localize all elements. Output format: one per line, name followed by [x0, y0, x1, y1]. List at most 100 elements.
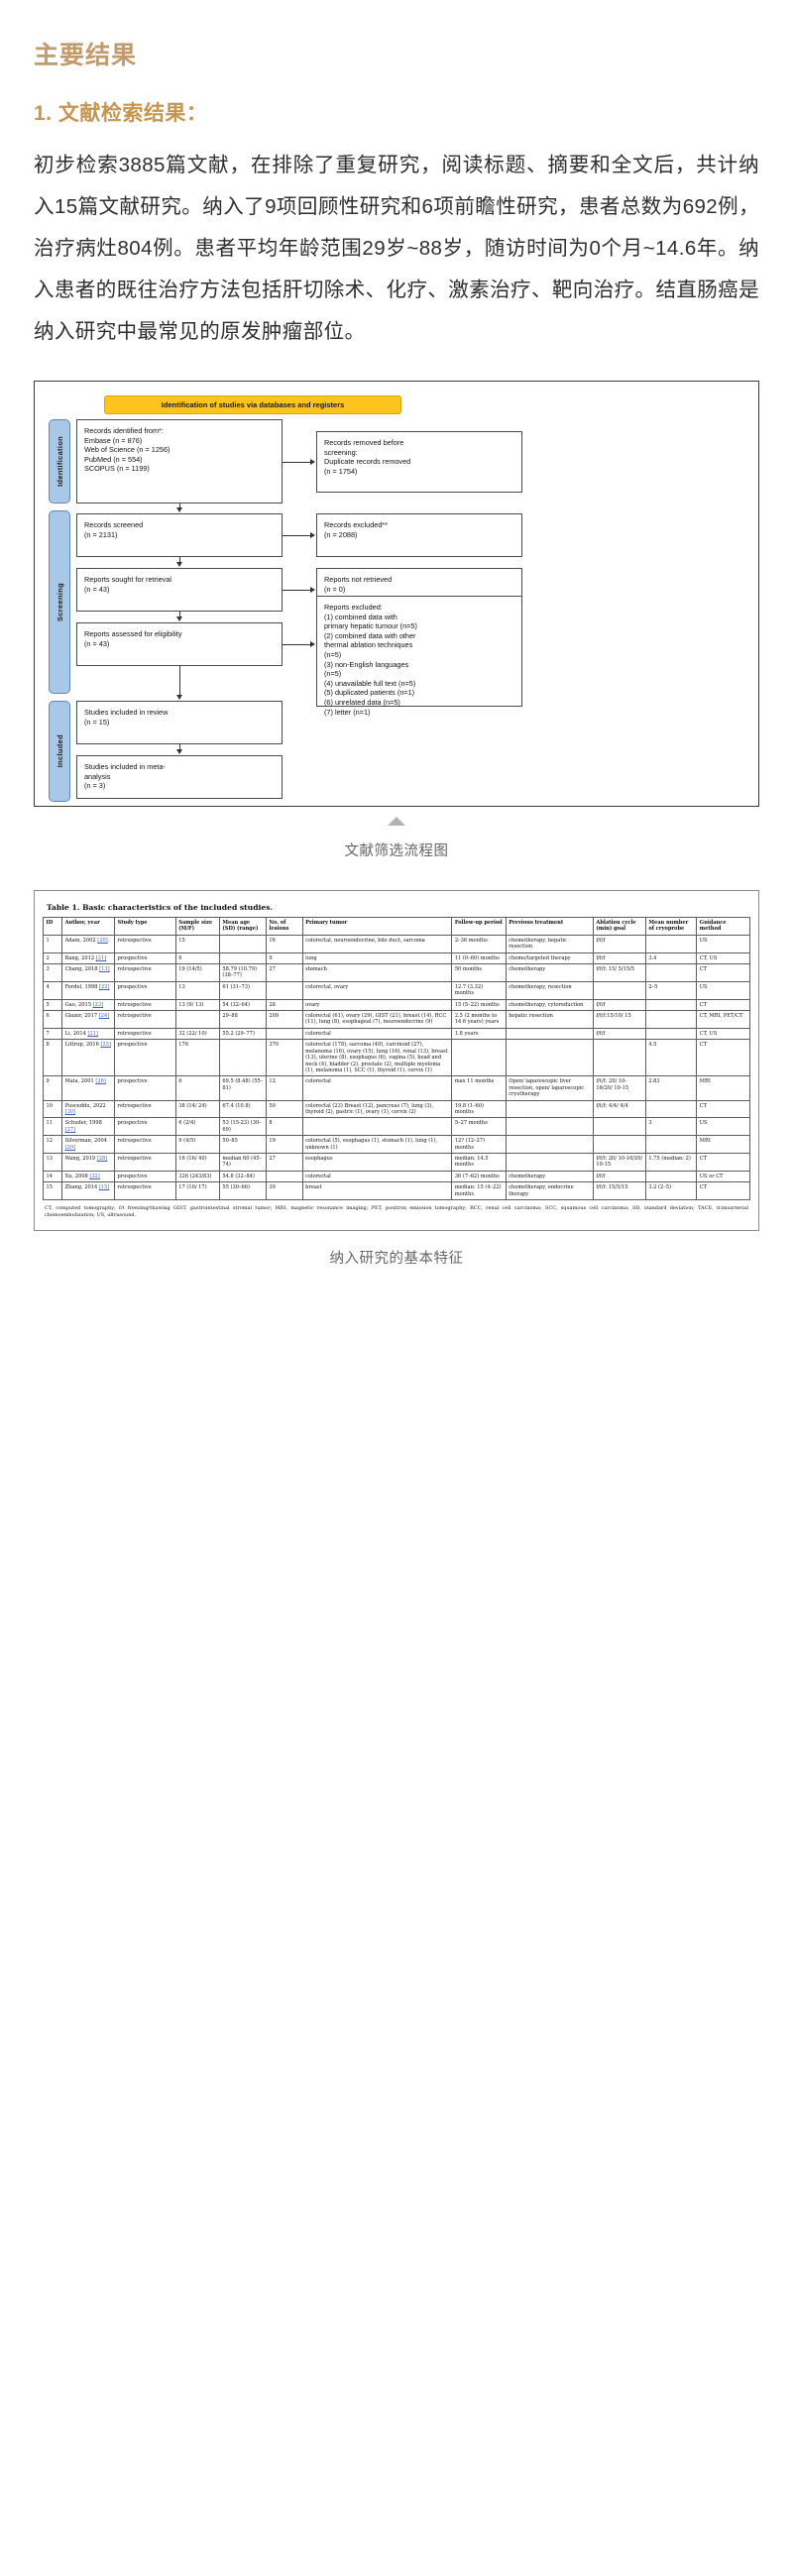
- table-container: Table 1. Basic characteristics of the in…: [34, 890, 759, 1232]
- box-reports-excluded: Reports excluded: (1) combined data with…: [316, 596, 522, 717]
- cell-no-lesions: 27: [265, 1152, 303, 1172]
- cell-previous-treatment: chemotherapy, hepatic resection: [505, 934, 594, 953]
- cell-mean-cryoprobe: [644, 998, 698, 1012]
- cell-ablation-cycle: f/t/f: 20/ 10-16/20/ 10-15: [592, 1075, 646, 1101]
- cell-mean-cryoprobe: 4.5: [644, 1039, 698, 1077]
- cell-followup: 12? (12–27) months: [451, 1135, 507, 1154]
- cell-mean-age: median 60 (45–74): [218, 1152, 267, 1172]
- cell-previous-treatment: chemotherapy, resection: [505, 980, 594, 1000]
- table-footnote: CT, computed tomography; f/t freezing/th…: [45, 1205, 748, 1218]
- cell-followup: 2.5 (2 months to 14.6 years) years: [451, 1010, 507, 1029]
- cell-mean-age: 55.2 (29–77): [218, 1027, 267, 1041]
- collapse-caret-icon[interactable]: [388, 817, 405, 826]
- cell-followup: 5–27 months: [451, 1117, 507, 1137]
- reference-link[interactable]: [28]: [96, 1155, 108, 1162]
- cell-mean-cryoprobe: [644, 1010, 698, 1029]
- cell-primary-tumor: colorectal (5), esophagus (1), stomach (…: [301, 1135, 453, 1154]
- cell-sample-size: 32 (22/ 10): [174, 1027, 220, 1041]
- cell-previous-treatment: [505, 1135, 594, 1154]
- connector-arrow: [179, 666, 180, 696]
- connector-arrow-head: [310, 532, 315, 538]
- reference-link[interactable]: [26]: [95, 1078, 106, 1085]
- reference-link[interactable]: [21]: [95, 954, 107, 961]
- cell-no-lesions: 27: [265, 963, 303, 982]
- col-ablation-cycle: Ablation cycle (min) goal: [592, 917, 646, 936]
- cell-sample-size: 13 (9/ 13): [174, 998, 220, 1012]
- reference-link[interactable]: [27]: [64, 1126, 76, 1133]
- prisma-figure: Identification of studies via databases …: [0, 381, 793, 860]
- cell-primary-tumor: ovary: [301, 998, 453, 1012]
- cell-guidance-method: CT: [696, 1181, 750, 1200]
- reference-link[interactable]: [32]: [89, 1173, 100, 1179]
- box-records-excluded: Records excluded** (n = 2088): [316, 513, 522, 557]
- reference-link[interactable]: [29]: [64, 1144, 76, 1151]
- cell-author-year: Gao, 2015 [23]: [61, 998, 116, 1012]
- col-mean-age: Mean age (SD) (range): [218, 917, 267, 936]
- reference-link[interactable]: [31]: [87, 1030, 98, 1037]
- cell-mean-cryoprobe: 2.83: [644, 1075, 698, 1101]
- cell-sample-size: 6: [174, 952, 220, 965]
- cell-sample-size: 9 (4/5): [174, 1135, 220, 1154]
- cell-guidance-method: CT: [696, 998, 750, 1012]
- cell-no-lesions: 39: [265, 1181, 303, 1200]
- cell-ablation-cycle: [592, 1039, 646, 1077]
- box-studies-in-meta: Studies included in meta- analysis (n = …: [76, 755, 283, 799]
- cell-no-lesions: 12: [265, 1075, 303, 1101]
- cell-study-type: retrospective: [114, 998, 176, 1012]
- cell-no-lesions: 9: [265, 952, 303, 965]
- reference-link[interactable]: [13]: [99, 966, 110, 973]
- cell-id: 12: [42, 1135, 63, 1154]
- reference-link[interactable]: [23]: [92, 1001, 104, 1008]
- cell-no-lesions: [265, 980, 303, 1000]
- cell-study-type: retrospective: [114, 1135, 176, 1154]
- cell-id: 10: [42, 1099, 63, 1119]
- cell-primary-tumor: colorectal (178), sarcoma (49), carcinoi…: [301, 1039, 453, 1077]
- reference-link[interactable]: [24]: [98, 1013, 110, 1020]
- cell-mean-cryoprobe: 3: [644, 1117, 698, 1137]
- cell-mean-age: 61 (31–73): [218, 980, 267, 1000]
- connector-arrow: [283, 462, 311, 463]
- cell-followup: 1.8 years: [451, 1027, 507, 1041]
- table-header-row: ID Author, year Study type Sample size (…: [42, 917, 750, 936]
- reference-link[interactable]: [15]: [98, 1184, 110, 1191]
- cell-ablation-cycle: f/f/f: 15/5/15: [592, 1181, 646, 1200]
- cell-previous-treatment: chemo/targeted therapy: [505, 952, 594, 965]
- cell-sample-size: 13: [174, 980, 220, 1000]
- cell-mean-cryoprobe: [644, 934, 698, 953]
- cell-id: 8: [42, 1039, 63, 1077]
- cell-mean-age: 54.8 (32–84): [218, 1170, 267, 1183]
- cell-guidance-method: CT: [696, 1099, 750, 1119]
- cell-guidance-method: MRI: [696, 1135, 750, 1154]
- reference-link[interactable]: [22]: [99, 983, 110, 990]
- cell-primary-tumor: colorectal (61), ovary (29), GIST (21), …: [301, 1010, 453, 1029]
- cell-ablation-cycle: [592, 1135, 646, 1154]
- cell-id: 13: [42, 1152, 63, 1172]
- cell-sample-size: 176: [174, 1039, 220, 1077]
- cell-mean-age: 55 (30–66): [218, 1181, 267, 1200]
- cell-author-year: Glazer, 2017 [24]: [61, 1010, 116, 1029]
- stage-tab-identification: Identification: [49, 419, 70, 504]
- cell-id: 14: [42, 1170, 63, 1183]
- connector-arrow: [179, 557, 180, 563]
- prisma-diagram: Identification of studies via databases …: [34, 381, 759, 807]
- cell-author-year: Mala, 2001 [26]: [61, 1075, 116, 1101]
- page-title: 主要结果: [34, 41, 138, 69]
- col-no-lesions: No. of lesions: [265, 917, 303, 936]
- reference-link[interactable]: [25]: [100, 1042, 111, 1049]
- reference-link[interactable]: [30]: [64, 1108, 76, 1115]
- reference-link[interactable]: [20]: [97, 937, 108, 944]
- cell-ablation-cycle: f/f/f: [592, 1027, 646, 1041]
- cell-ablation-cycle: [592, 1117, 646, 1137]
- cell-author-year: Zhang, 2014 [15]: [61, 1181, 116, 1200]
- cell-author-year: Wang, 2019 [28]: [61, 1152, 116, 1172]
- cell-guidance-method: CT, US: [696, 952, 750, 965]
- col-sample-size: Sample size (M/F): [174, 917, 220, 936]
- connector-arrow-head: [310, 459, 315, 465]
- cell-mean-cryoprobe: [644, 1170, 698, 1183]
- cell-mean-age: 29–88: [218, 1010, 267, 1029]
- cell-guidance-method: US: [696, 934, 750, 953]
- stage-tab-screening: Screening: [49, 510, 70, 694]
